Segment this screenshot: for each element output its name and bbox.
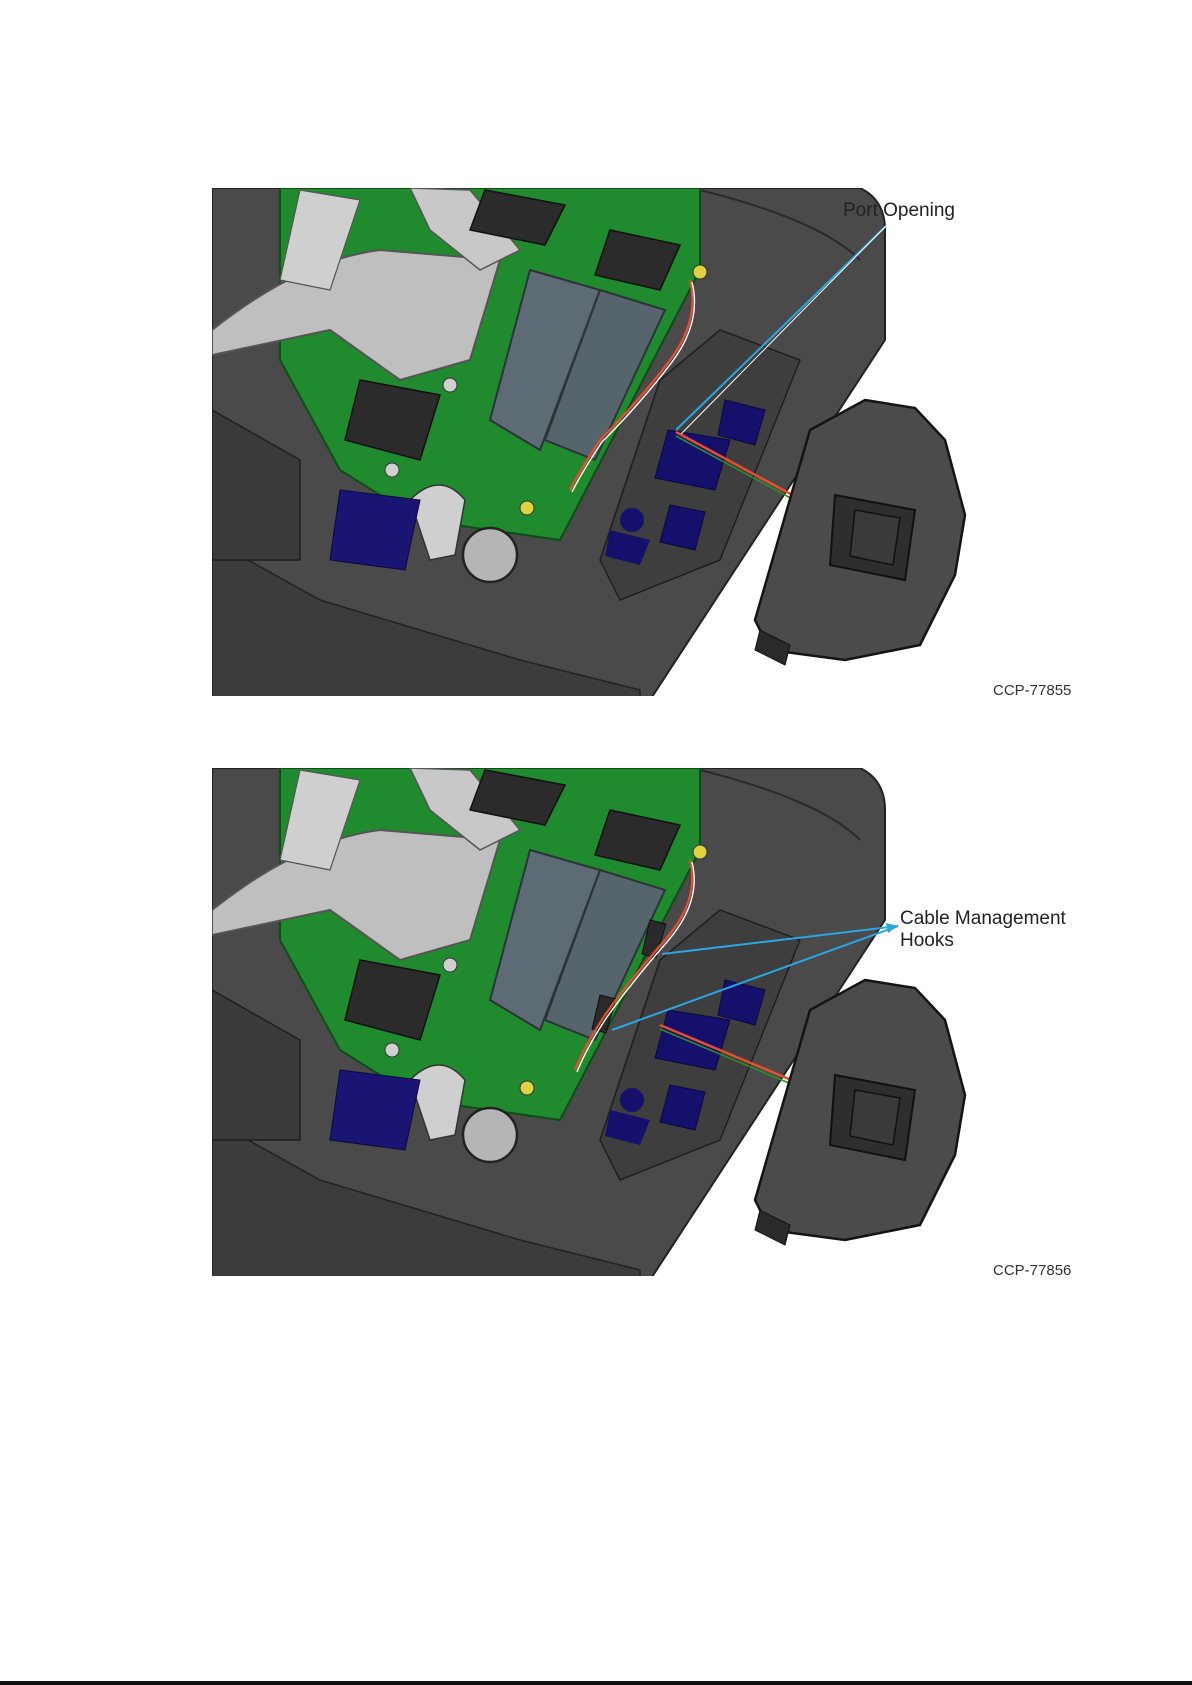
- figure-port-opening: Port Opening CCP-77855: [0, 0, 1192, 720]
- callout-cable-management-hooks: Cable Management Hooks: [900, 908, 1066, 952]
- callout-port-opening: Port Opening: [843, 200, 955, 222]
- page-bottom-rule: [0, 1681, 1192, 1685]
- figure-cable-management-hooks: Cable Management Hooks CCP-77856: [0, 740, 1192, 1300]
- callout-line-1: Cable Management: [900, 908, 1066, 930]
- figure-id-1: CCP-77855: [993, 682, 1071, 699]
- callout-line-2: Hooks: [900, 930, 1066, 952]
- figure-id-2: CCP-77856: [993, 1262, 1071, 1279]
- illustration-cable-management-hooks: [0, 740, 1192, 1300]
- illustration-port-opening: [0, 0, 1192, 720]
